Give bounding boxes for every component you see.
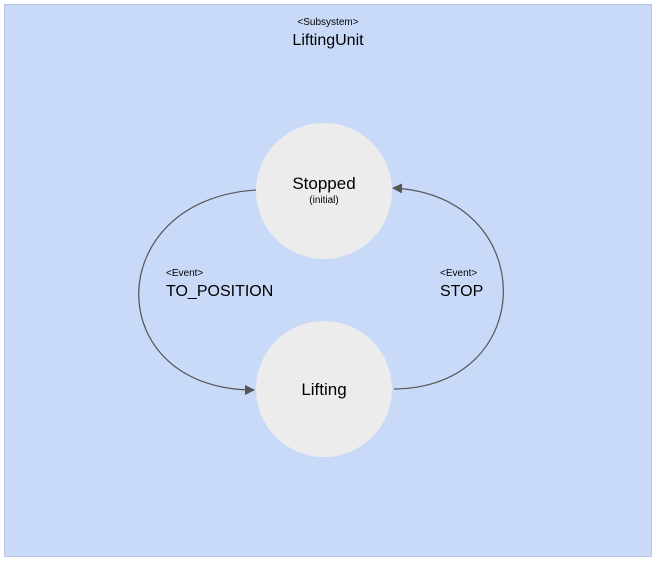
subsystem-name: LiftingUnit <box>292 32 364 49</box>
transition-stereotype-stop: <Event> <box>440 268 478 279</box>
state-node-stopped[interactable] <box>256 123 392 259</box>
subsystem-stereotype: <Subsystem> <box>297 17 359 28</box>
subsystem-frame <box>4 4 652 557</box>
transition-stereotype-to-position: <Event> <box>166 268 204 279</box>
state-label-stopped: Stopped <box>292 174 356 193</box>
state-note-stopped: (initial) <box>309 195 339 206</box>
transition-event-stop: STOP <box>440 283 484 300</box>
state-label-lifting: Lifting <box>301 380 347 399</box>
transition-edge-to-position <box>138 189 257 395</box>
transition-edge-stop <box>392 183 504 390</box>
transition-event-to-position: TO_POSITION <box>166 283 274 300</box>
state-node-lifting[interactable] <box>256 321 392 457</box>
